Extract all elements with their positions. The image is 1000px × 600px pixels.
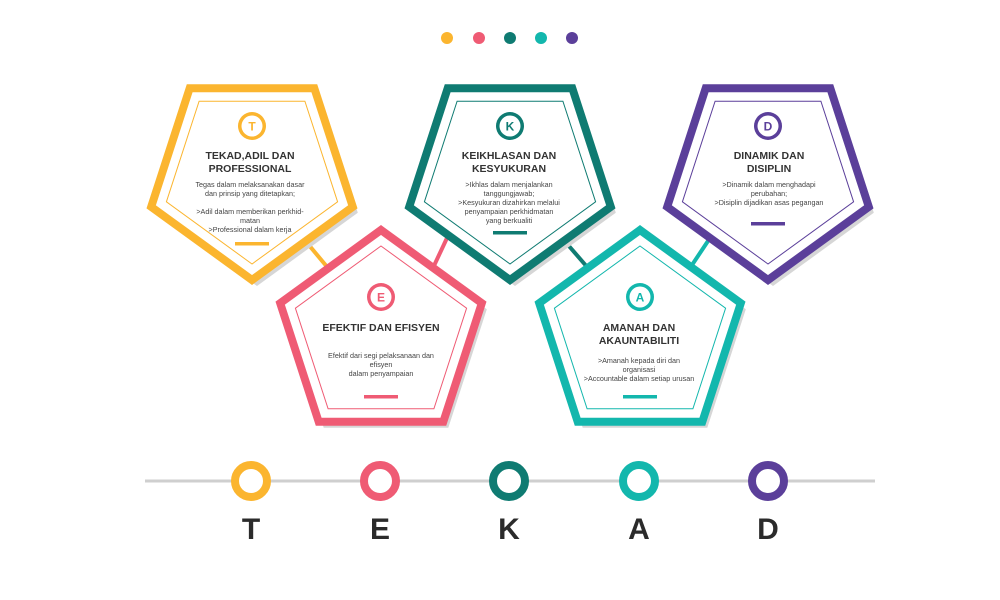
color-dot-1 [441, 32, 453, 44]
card-inner-border-k [423, 100, 597, 265]
card-body-d: >Dinamik dalam menghadapi perubahan; >Di… [714, 180, 824, 207]
card-title-d: DINAMIK DAN DISIPLIN [733, 150, 805, 175]
color-dot-3 [504, 32, 516, 44]
card-body-t: Tegas dalam melaksanakan dasar dan prins… [195, 180, 305, 234]
timeline-letter-a: A [628, 513, 650, 546]
card-badge-letter-k: K [506, 120, 515, 134]
card-badge-letter-t: T [248, 120, 256, 134]
card-inner-border-d [681, 100, 855, 265]
timeline-node-k [489, 461, 529, 501]
card-underline-d [751, 222, 785, 226]
card-outline-d [662, 84, 874, 285]
timeline-letter-d: D [757, 513, 779, 546]
timeline-letter-k: K [498, 513, 520, 546]
card-outline-t [146, 84, 358, 285]
card-badge-letter-a: A [636, 291, 645, 305]
card-underline-e [364, 395, 398, 399]
timeline-node-t [231, 461, 271, 501]
timeline-node-a [619, 461, 659, 501]
card-title-a: AMANAH DAN AKAUNTABILITI [598, 322, 680, 347]
timeline-letter-t: T [241, 513, 261, 546]
card-title-e: EFEKTIF DAN EFISYEN [322, 322, 440, 334]
color-dot-5 [566, 32, 578, 44]
card-inner-border-a [553, 245, 727, 410]
card-underline-a [623, 395, 657, 399]
timeline-node-d [748, 461, 788, 501]
card-outline-e [275, 225, 487, 426]
card-badge-inner-d [757, 115, 779, 137]
color-dot-4 [535, 32, 547, 44]
card-title-t: TEKAD,ADIL DAN PROFESSIONAL [205, 150, 295, 175]
timeline-node-e [360, 461, 400, 501]
card-outline-k [404, 84, 616, 285]
card-body-k: >Ikhlas dalam menjalankan tanggungjawab;… [458, 180, 560, 225]
card-underline-t [235, 242, 269, 246]
card-inner-border-e [294, 245, 468, 410]
card-badge-inner-a [629, 286, 651, 308]
timeline-letter-e: E [369, 513, 390, 546]
color-dot-2 [473, 32, 485, 44]
card-body-e: Efektif dari segi pelaksanaan dan efisye… [328, 351, 434, 378]
card-underline-k [493, 231, 527, 235]
card-badge-inner-t [241, 115, 263, 137]
card-badge-letter-d: D [764, 120, 773, 134]
card-body-a: >Amanah kepada diri dan organisasi >Acco… [583, 356, 695, 383]
card-title-k: KEIKHLASAN DAN KESYUKURAN [461, 150, 557, 175]
card-inner-border-t [165, 100, 339, 265]
connector-4 [688, 236, 712, 270]
card-badge-inner-e [370, 286, 392, 308]
card-outline-a [534, 225, 746, 426]
card-badge-inner-k [499, 115, 521, 137]
card-badge-letter-e: E [377, 291, 385, 305]
